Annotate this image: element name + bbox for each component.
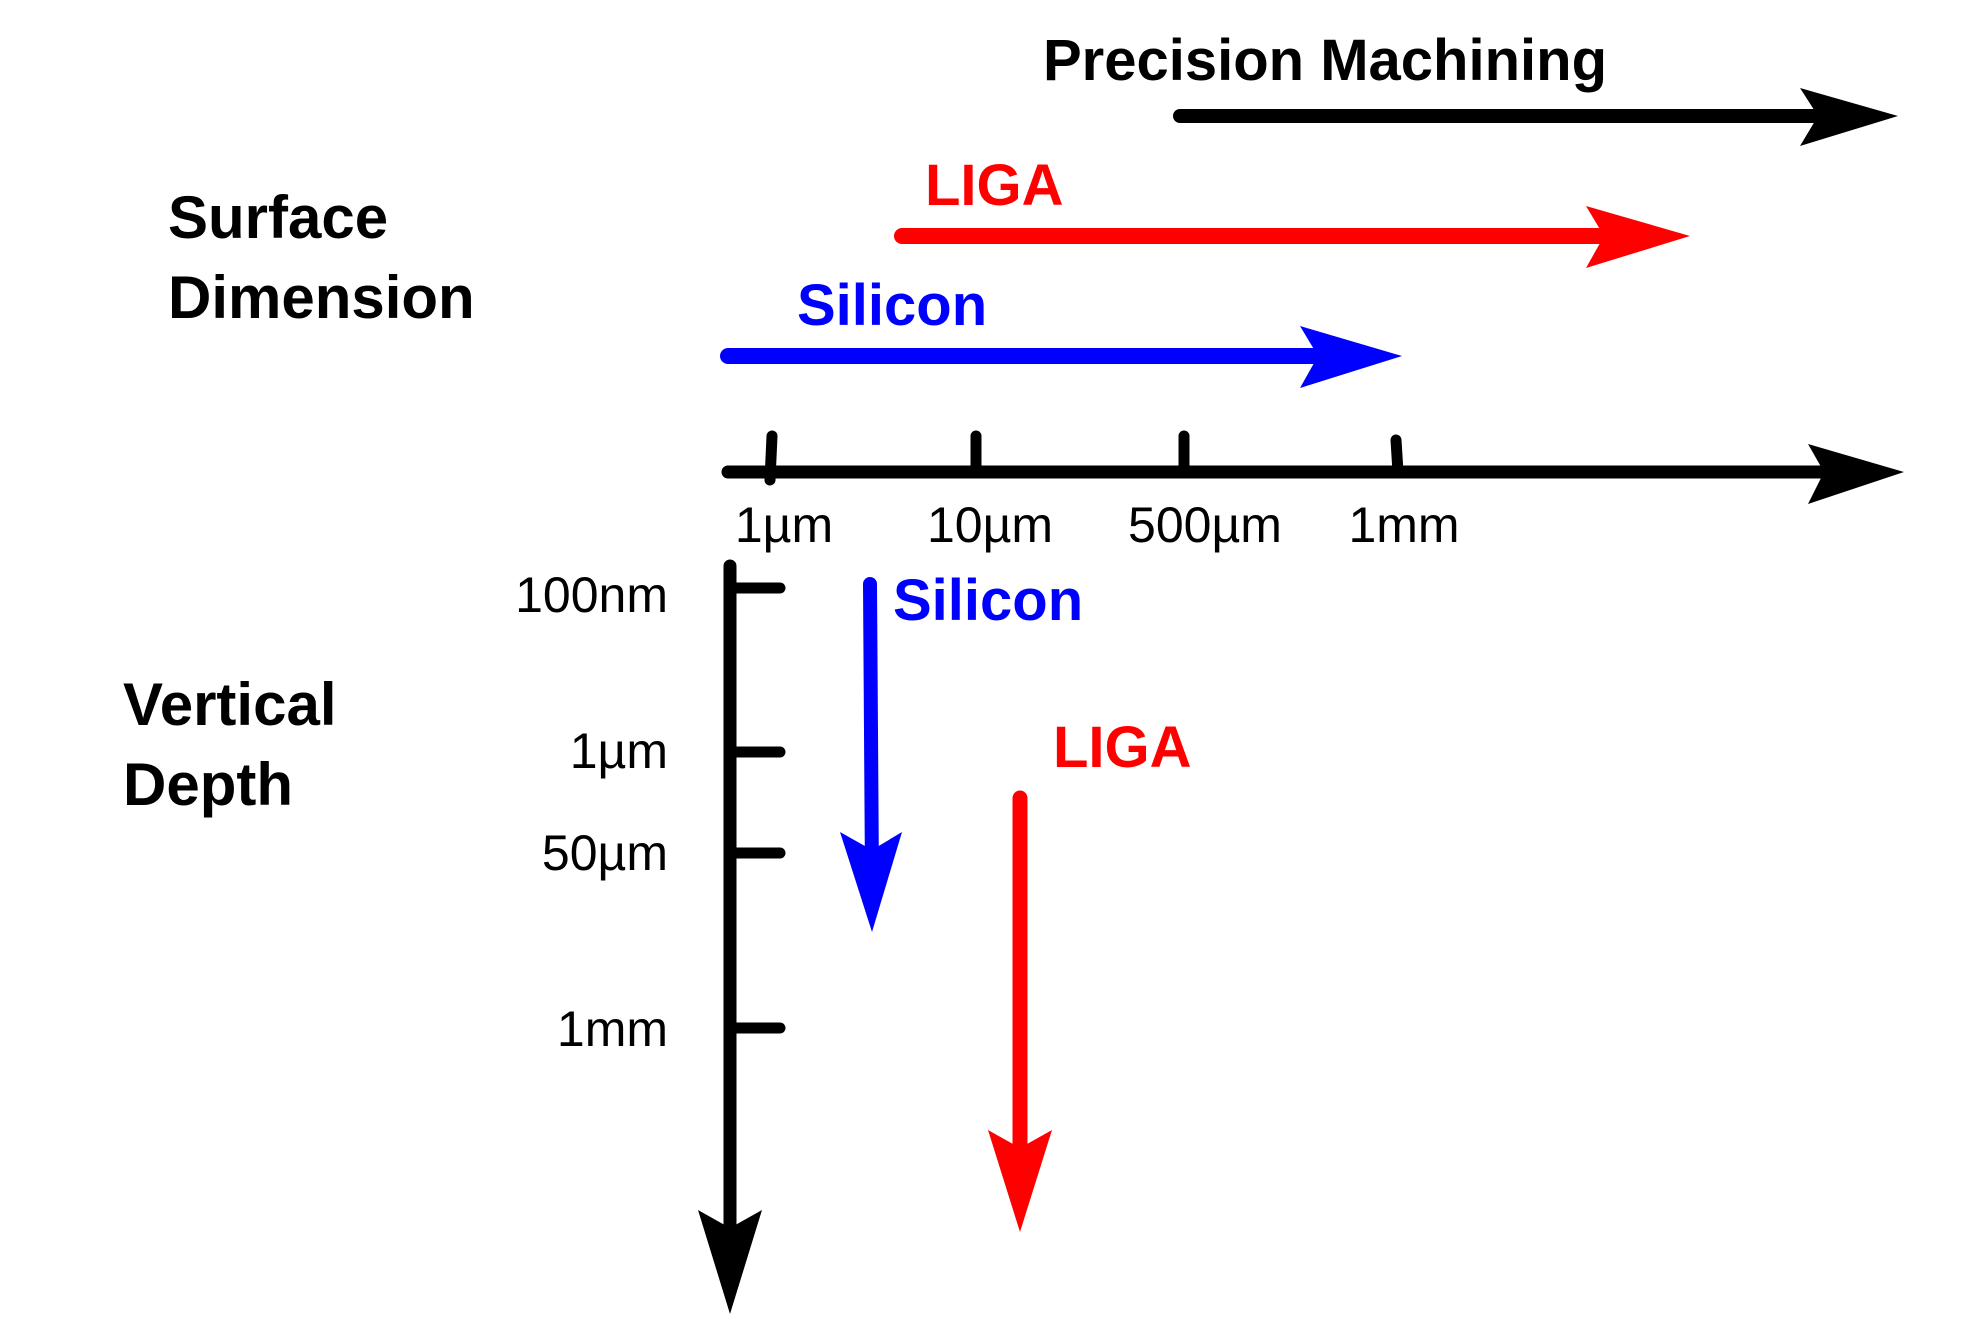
- depth-title-line2: Depth: [123, 751, 293, 818]
- liga-surface-label: LIGA: [925, 153, 1064, 218]
- depth-tick-label-1um: 1µm: [570, 723, 668, 779]
- precision-machining-arrow: [1173, 88, 1898, 146]
- surface-tick-1mm: [1390, 434, 1404, 478]
- depth-tick-label-50um: 50µm: [542, 825, 668, 881]
- surface-tick-label-10um: 10µm: [927, 497, 1053, 553]
- depth-title-line1: Vertical: [123, 671, 337, 738]
- liga-depth-label: LIGA: [1053, 715, 1192, 780]
- silicon-surface-arrow: [720, 326, 1402, 388]
- silicon-surface-label: Silicon: [797, 273, 987, 338]
- surface-tick-1um: [764, 430, 778, 486]
- surface-tick-label-500um: 500µm: [1128, 497, 1282, 553]
- silicon-depth-label: Silicon: [893, 568, 1083, 633]
- surface-title-line1: Surface: [168, 184, 388, 251]
- surface-axis: [721, 430, 1904, 504]
- silicon-depth-arrow: [840, 577, 902, 932]
- surface-tick-label-1mm: 1mm: [1348, 497, 1459, 553]
- surface-tick-label-1um: 1µm: [735, 497, 833, 553]
- liga-surface-arrow: [894, 206, 1690, 268]
- depth-axis: [698, 559, 786, 1314]
- surface-title-line2: Dimension: [168, 264, 475, 331]
- precision-machining-label: Precision Machining: [1043, 28, 1607, 93]
- depth-tick-label-100nm: 100nm: [515, 567, 668, 623]
- liga-depth-arrow: [988, 790, 1052, 1232]
- depth-tick-label-1mm: 1mm: [557, 1001, 668, 1057]
